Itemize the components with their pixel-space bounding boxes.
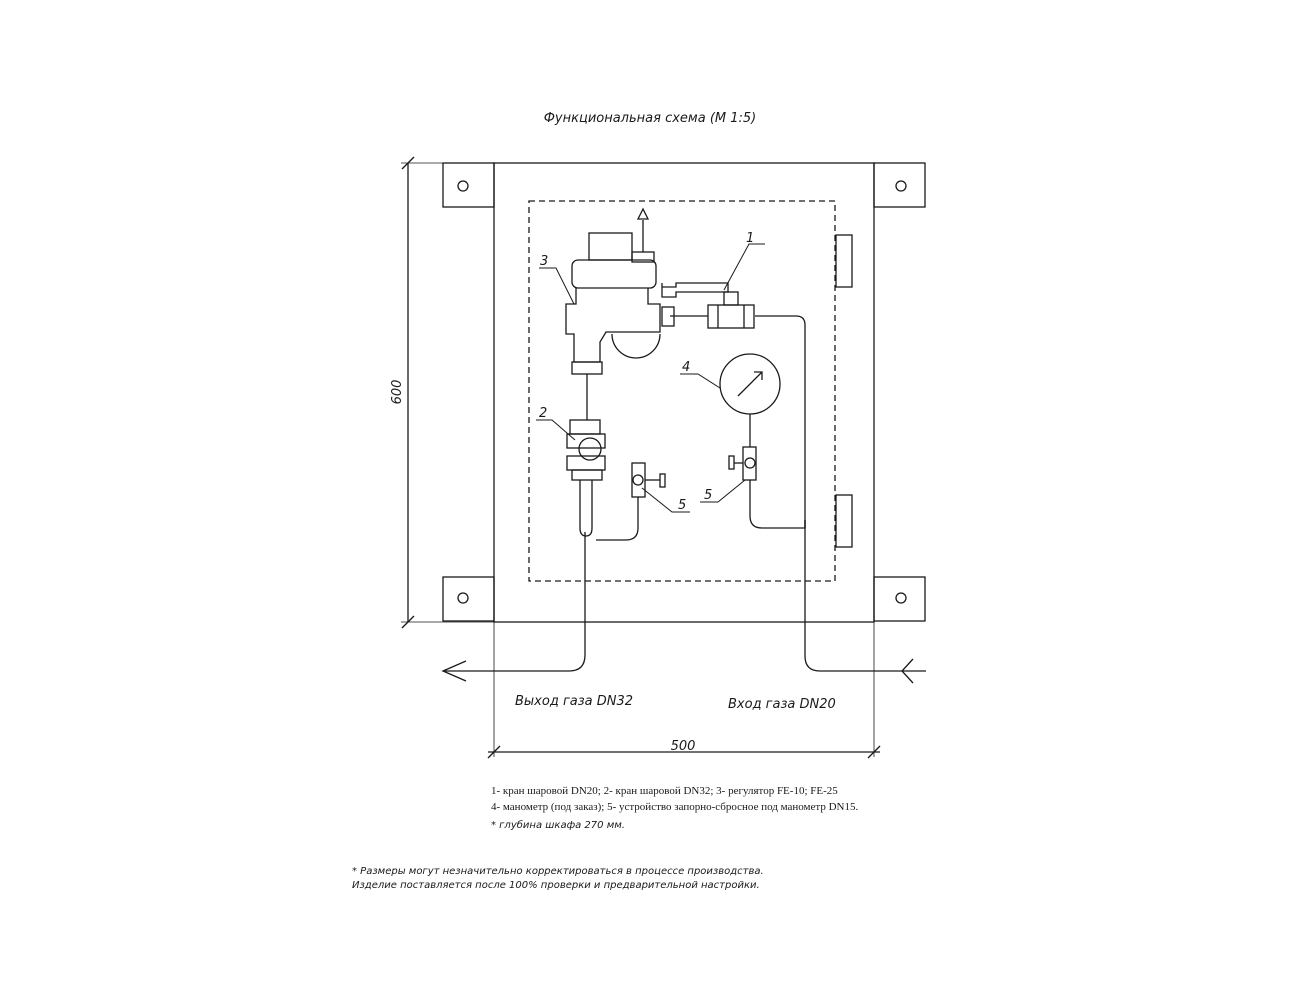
leader-2 (536, 419, 576, 441)
gauge-valve-right-ball (744, 457, 756, 469)
ball-valve-dn32-handle (579, 480, 593, 537)
leader-5-right (700, 479, 746, 503)
dim-tick-left (487, 745, 501, 759)
ball-valve-dn32-body-top (566, 433, 606, 449)
dim-tick-bottom (401, 615, 415, 629)
bracket-hole-top-right (895, 180, 907, 192)
pressure-gauge (719, 353, 781, 415)
pressure-gauge-arrow-icon (754, 371, 763, 380)
cabinet-outline (493, 162, 875, 623)
callout-1: 1 (746, 231, 754, 246)
outlet-pipe (443, 532, 586, 672)
bracket-top-right (873, 162, 926, 208)
bracket-hole-bottom-left (457, 592, 469, 604)
outlet-label: Выход газа DN32 (515, 694, 633, 709)
regulator-body (565, 288, 661, 363)
legend-line-1: 1- кран шаровой DN20; 2- кран шаровой DN… (491, 785, 838, 797)
inlet-arrow (901, 658, 914, 684)
dim-tick-right (867, 745, 881, 759)
vent-arrow-icon (636, 207, 650, 220)
dimension-height-label: 600 (390, 380, 405, 405)
legend-line-3: * глубина шкафа 270 мм. (491, 819, 625, 831)
gauge-valve-right-knob (728, 455, 735, 470)
leader-5-left (641, 487, 690, 513)
callout-5-right: 5 (704, 488, 712, 503)
inlet-branch-to-gauge-valve (749, 480, 806, 529)
ball-valve-dn20 (707, 304, 755, 329)
ball-valve-dn32-bottom-nut (571, 469, 603, 481)
diagram-title: Функциональная схема (М 1:5) (544, 111, 757, 126)
outlet-arrow (441, 660, 467, 682)
inlet-label: Вход газа DN20 (728, 697, 836, 712)
hinge-bottom (835, 494, 853, 548)
regulator-outlet-nut (661, 306, 675, 327)
legend-line-2: 4- манометр (под заказ); 5- устройство з… (491, 801, 858, 813)
pipe-outlet-to-gauge-valve (625, 497, 639, 541)
leader-4 (680, 373, 721, 389)
dim-tick-top (401, 156, 415, 170)
ball-valve-dn32-top-nut (569, 419, 601, 435)
regulator-valve-chamber (611, 333, 661, 359)
callout-5-left: 5 (678, 498, 686, 513)
inlet-pipe (804, 520, 926, 672)
inlet-riser-to-ball-valve (755, 315, 806, 528)
bracket-bottom-left (442, 576, 495, 622)
dimension-width-label: 500 (671, 739, 696, 754)
callout-4: 4 (682, 360, 690, 375)
ball-valve-dn20-handle (661, 282, 729, 298)
leader-3 (539, 267, 575, 305)
leader-1 (723, 243, 765, 291)
bracket-hole-bottom-right (895, 592, 907, 604)
ball-valve-dn32-ball (578, 437, 602, 461)
pressure-gauge-needle (737, 371, 763, 397)
bracket-hole-top-left (457, 180, 469, 192)
bracket-bottom-right (873, 576, 926, 622)
mounting-plate-dashed (528, 200, 836, 582)
callout-2: 2 (539, 406, 547, 421)
ball-valve-dn20-stem (723, 291, 739, 306)
ball-valve-dn32-body-bottom (566, 455, 606, 471)
hinge-top (835, 234, 853, 288)
note-line-1: * Размеры могут незначительно корректиро… (352, 866, 764, 877)
regulator-diaphragm-housing (571, 259, 657, 289)
note-line-2: Изделие поставляется после 100% проверки… (352, 880, 760, 891)
gauge-valve-left-knob (659, 473, 666, 488)
regulator-spring-cap (588, 232, 633, 261)
regulator-inlet-nut (571, 361, 603, 375)
gauge-valve-left-ball (632, 474, 644, 486)
callout-3: 3 (540, 254, 548, 269)
